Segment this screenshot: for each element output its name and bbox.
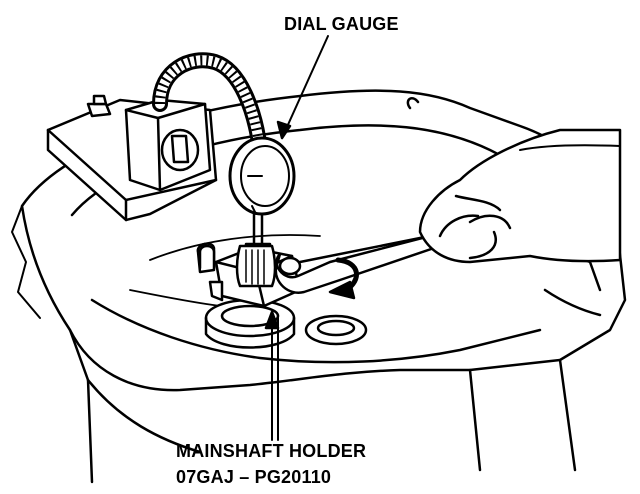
dial-gauge-label: DIAL GAUGE	[284, 14, 399, 34]
flexible-arm	[152, 52, 268, 158]
stud-bolts	[198, 97, 420, 270]
mainshaft-holder-label: MAINSHAFT HOLDER 07GAJ – PG20110	[176, 438, 366, 490]
leader-lines	[264, 35, 329, 441]
mainshaft-holder-part-number: 07GAJ – PG20110	[176, 467, 332, 487]
wrench	[274, 234, 442, 294]
hand	[418, 128, 622, 264]
magnetic-base	[46, 94, 218, 222]
dial-gauge	[228, 136, 296, 264]
rotation-arrow	[328, 257, 359, 300]
mainshaft-holder-name: MAINSHAFT HOLDER	[176, 441, 367, 461]
shaft-hole	[304, 314, 368, 346]
